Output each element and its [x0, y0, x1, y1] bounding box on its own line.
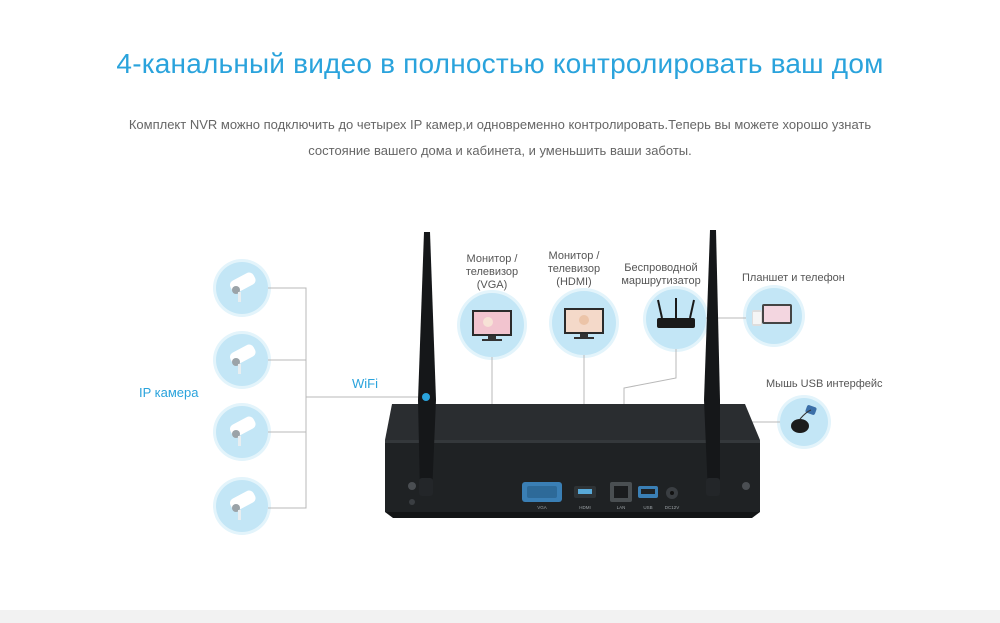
antenna-icon — [704, 230, 720, 496]
wifi-label: WiFi — [352, 376, 378, 391]
usb-port — [638, 486, 658, 498]
monitor-hdmi-label-line-2: телевизор — [547, 263, 601, 275]
tablet-phone-icon — [752, 304, 792, 326]
page-title: 4-канальный видео в полностью контролиро… — [116, 48, 884, 79]
camera-icon — [229, 416, 256, 446]
vga-port-label: VGA — [537, 505, 547, 510]
mouse-icon — [791, 405, 817, 433]
lan-port — [610, 482, 632, 502]
ip-camera-label: IP камера — [139, 385, 199, 400]
camera-icon — [229, 344, 256, 374]
subtitle-line-2: состояние вашего дома и кабинета, и умен… — [308, 143, 692, 158]
monitor-vga-label-line-3: (VGA) — [476, 279, 508, 291]
monitor-icon — [472, 310, 512, 341]
subtitle-line-1: Комплект NVR можно подключить до четырех… — [128, 117, 872, 132]
monitor-vga-label-line-2: телевизор — [465, 266, 519, 278]
monitor-hdmi-label-line-3: (HDMI) — [556, 276, 592, 288]
mouse-label: Мышь USB интерфейс — [766, 378, 883, 390]
vga-port — [522, 482, 562, 502]
hdmi-port — [574, 486, 596, 498]
camera-icon — [229, 490, 256, 520]
router-label-line-2: маршрутизатор — [621, 275, 701, 287]
lan-port-label: LAN — [617, 505, 626, 510]
camera-icon — [229, 272, 256, 302]
page-subtitle: Комплект NVR можно подключить до четырех… — [90, 112, 910, 164]
monitor-vga-label-line-1: Монитор / — [466, 253, 518, 265]
wifi-dot — [422, 393, 430, 401]
monitor-vga-label: Монитор / телевизор (VGA) — [452, 253, 532, 292]
antenna-icon — [418, 232, 436, 496]
hdmi-port-label: HDMI — [579, 505, 591, 510]
monitor-hdmi-label-line-1: Монитор / — [548, 250, 600, 262]
camera-connection-lines — [268, 287, 426, 509]
dc-port-label: DC12V — [665, 505, 680, 510]
monitor-icon — [564, 308, 604, 339]
router-label: Беспроводной маршрутизатор — [606, 262, 716, 288]
tablet-label: Планшет и телефон — [742, 272, 845, 284]
monitor-hdmi-label: Монитор / телевизор (HDMI) — [534, 250, 614, 289]
usb-port-label: USB — [643, 505, 652, 510]
nvr-device — [385, 404, 760, 518]
router-icon — [657, 298, 695, 328]
dc-port — [666, 487, 678, 499]
page-bottom-band — [0, 610, 1000, 623]
router-label-line-1: Беспроводной — [624, 262, 698, 274]
